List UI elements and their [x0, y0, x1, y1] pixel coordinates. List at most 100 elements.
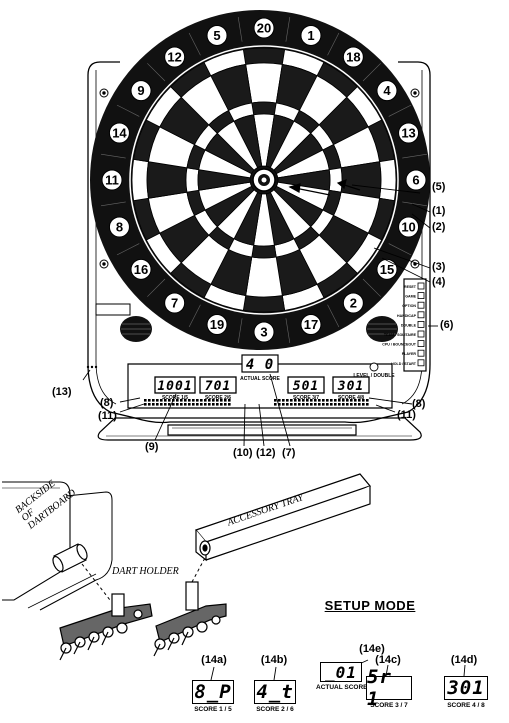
led-dot — [144, 399, 147, 402]
led-dot — [358, 399, 361, 402]
control-button-4 — [417, 320, 425, 328]
board-segment-double — [242, 47, 286, 65]
board-number-label: 6 — [412, 173, 419, 188]
bullseye — [252, 168, 276, 192]
board-number-label: 7 — [171, 295, 178, 310]
setup-display-14a: 8_P — [192, 680, 234, 704]
setup-caption-14e: ACTUAL SCORE — [316, 684, 368, 691]
led-dot — [274, 399, 277, 402]
led-dot — [302, 403, 305, 406]
led-dot — [354, 399, 357, 402]
console-panel: 4 0 ACTUAL SCORE LEVEL / DOUBLE 1001 SCO… — [127, 354, 395, 409]
dart-holder-label: DART HOLDER — [112, 566, 179, 577]
led-dot — [334, 399, 337, 402]
number-button-2 — [342, 292, 364, 314]
led-dot — [282, 399, 285, 402]
actual-score-value: 4 0 — [246, 357, 274, 373]
led-dot — [362, 399, 365, 402]
board-segment-triple — [251, 244, 277, 259]
led-dot — [152, 403, 155, 406]
score-display-4 — [332, 376, 370, 394]
led-dot — [310, 399, 313, 402]
led-dot — [216, 399, 219, 402]
led-dot — [192, 399, 195, 402]
actual-score-display — [241, 354, 279, 373]
callout-3: (3) — [432, 261, 446, 273]
dart-holder-left — [59, 593, 153, 661]
led-dot — [164, 403, 167, 406]
led-dot — [188, 399, 191, 402]
control-button-label: DOUBLE — [401, 323, 417, 327]
led-dot — [278, 399, 281, 402]
led-dot — [208, 399, 211, 402]
board-segment-triple — [251, 101, 277, 116]
led-dot — [326, 403, 329, 406]
led-dot — [298, 403, 301, 406]
board-segment-double — [242, 295, 286, 313]
led-dot — [350, 399, 353, 402]
number-button-20 — [253, 17, 275, 39]
board-number-label: 11 — [105, 173, 119, 188]
led-dot — [294, 403, 297, 406]
led-dot — [184, 403, 187, 406]
screw-holes — [99, 88, 420, 269]
control-button-6 — [417, 340, 425, 348]
led-dot — [342, 403, 345, 406]
number-button-18 — [342, 46, 364, 68]
board-number-label: 13 — [401, 126, 415, 141]
control-button-3 — [417, 311, 425, 319]
led-dot — [188, 403, 191, 406]
led-dot — [310, 403, 313, 406]
callout-4: (4) — [432, 276, 446, 288]
led-dot — [330, 399, 333, 402]
control-button-8 — [417, 359, 425, 367]
number-button-4 — [376, 80, 398, 102]
callout-12: (12) — [256, 447, 276, 459]
label-plate — [95, 303, 131, 316]
led-dot — [148, 399, 151, 402]
led-dot — [228, 399, 231, 402]
board-number-label: 12 — [167, 50, 181, 65]
number-button-12 — [164, 46, 186, 68]
board-number-label: 5 — [213, 28, 220, 43]
control-button-1 — [417, 292, 425, 300]
led-dot — [160, 403, 163, 406]
led-dot — [346, 399, 349, 402]
led-dot — [152, 399, 155, 402]
callout-9: (9) — [145, 441, 159, 453]
led-dot — [322, 403, 325, 406]
led-dot — [306, 403, 309, 406]
led-dot — [318, 403, 321, 406]
speaker-right — [366, 316, 398, 342]
control-button-label: PLAYER — [402, 352, 417, 356]
number-button-19 — [206, 314, 228, 336]
actual-score-caption: ACTUAL SCORE — [240, 376, 280, 382]
board-number-label: 2 — [350, 295, 357, 310]
control-button-label: TEAM / SOLITAIRE — [384, 333, 417, 337]
board-number-label: 10 — [401, 219, 415, 234]
led-dot — [342, 399, 345, 402]
led-dot — [168, 399, 171, 402]
number-button-17 — [300, 314, 322, 336]
led-dot — [224, 399, 227, 402]
led-dot — [358, 403, 361, 406]
led-dot — [366, 403, 369, 406]
cricket-led-rows — [144, 399, 369, 406]
board-number-label: 4 — [383, 83, 391, 98]
led-dot — [322, 399, 325, 402]
score-2-value: 701 — [205, 379, 231, 394]
setup-caption-14c: SCORE 3 / 7 — [370, 702, 408, 709]
setup-tag-14a: (14a) — [201, 654, 227, 666]
control-button-label: RESET — [404, 285, 417, 289]
led-dot — [314, 403, 317, 406]
setup-tag-14b: (14b) — [260, 654, 288, 666]
led-dot — [164, 399, 167, 402]
led-dot — [338, 399, 341, 402]
number-button-1 — [300, 24, 322, 46]
callout-8-left: (8) — [100, 397, 114, 409]
mount-cylinder — [52, 543, 88, 573]
pointer-arrows — [288, 179, 361, 196]
score-3-caption: SCORE 3/7 — [293, 395, 319, 401]
